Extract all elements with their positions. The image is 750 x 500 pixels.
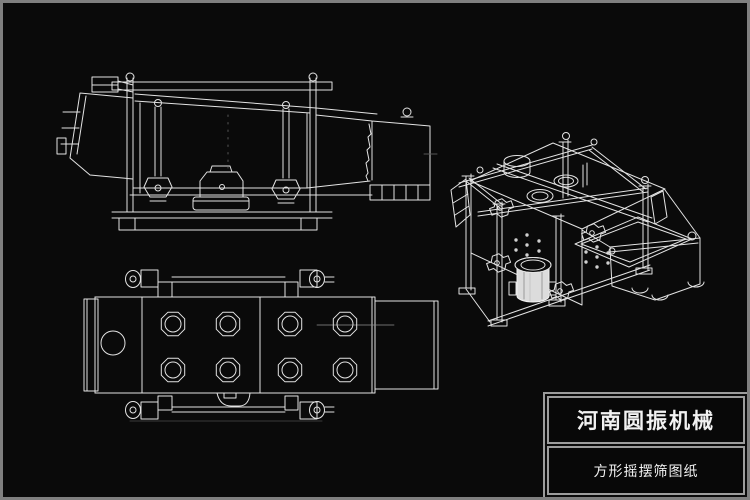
side-view-drawing [56,72,438,231]
company-name: 河南圆振机械 [547,396,745,444]
isometric-view-drawing [450,132,705,327]
title-block: 河南圆振机械 方形摇摆筛图纸 [543,392,747,497]
top-view-drawing [83,269,439,422]
drawing-title: 方形摇摆筛图纸 [547,446,745,495]
